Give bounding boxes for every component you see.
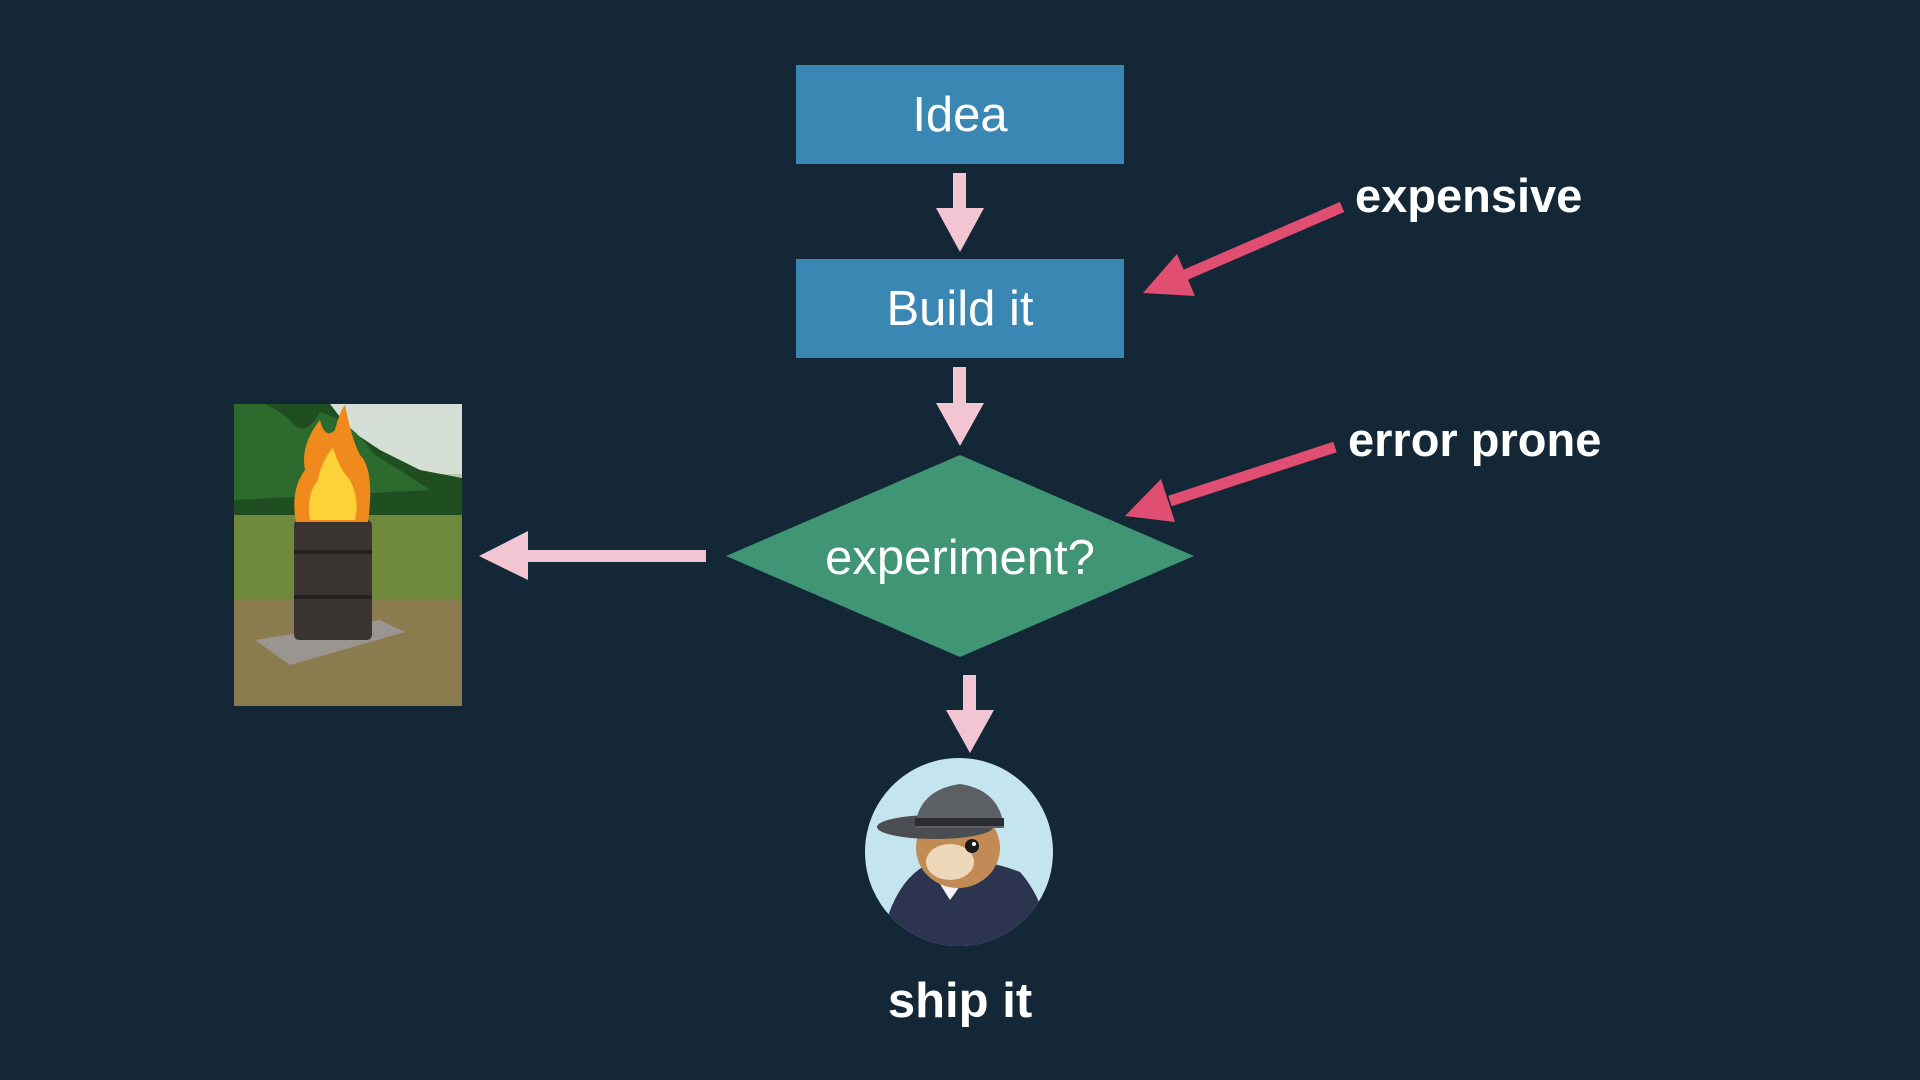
annotation-expensive: expensive bbox=[1355, 169, 1583, 222]
decision-label: experiment? bbox=[825, 530, 1095, 585]
decision-diamond bbox=[726, 455, 1194, 657]
burning-barrel-photo bbox=[234, 404, 462, 706]
build-it-box: Build it bbox=[796, 259, 1124, 358]
flow-arrow-idea-to-build bbox=[936, 173, 984, 252]
idea-label: Idea bbox=[912, 87, 1008, 142]
annotation-error-prone: error prone bbox=[1348, 413, 1602, 466]
decision-label-wrap: experiment? bbox=[726, 525, 1194, 590]
flow-arrow-build-to-experiment bbox=[936, 367, 984, 446]
annotation-arrow-error-prone bbox=[1125, 441, 1337, 522]
flow-arrow-experiment-to-fail bbox=[479, 531, 706, 580]
squirrel-detective-avatar bbox=[865, 758, 1053, 946]
build-it-label: Build it bbox=[886, 281, 1034, 336]
idea-box: Idea bbox=[796, 65, 1124, 164]
ship-it-label: ship it bbox=[887, 974, 1033, 1028]
flow-arrow-experiment-to-ship bbox=[946, 675, 994, 753]
annotation-arrow-expensive bbox=[1143, 201, 1345, 296]
